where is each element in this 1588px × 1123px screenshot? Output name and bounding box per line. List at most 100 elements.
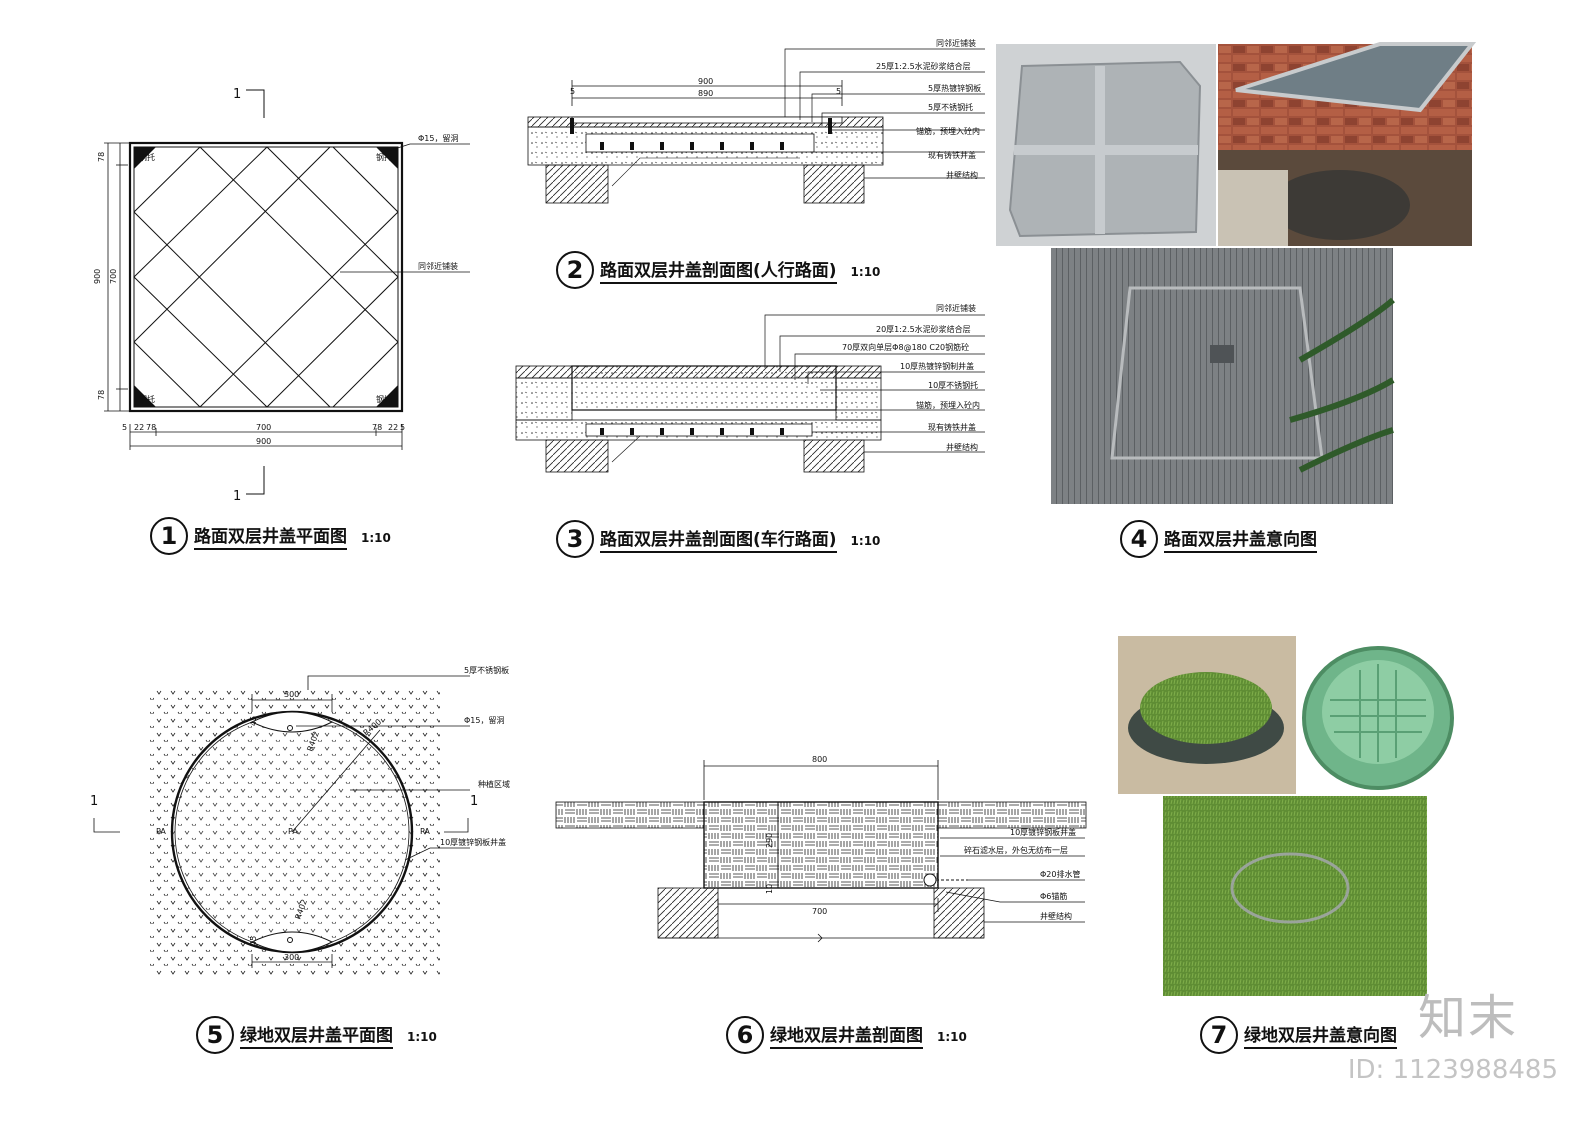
- dim-290: 290: [765, 833, 774, 848]
- hole-note: Φ15，留洞: [418, 133, 458, 143]
- pa-label: PA: [420, 827, 430, 836]
- corner-label: 钢托: [376, 394, 392, 404]
- sec2-note-5: 锚筋，预埋入砼内: [916, 126, 980, 136]
- dim-78: 78: [146, 423, 156, 432]
- caption-fig2: 2 路面双层井盖剖面图(人行路面) 1:10: [556, 251, 880, 289]
- sec2-note-7: 井壁结构: [946, 170, 978, 180]
- pa-label: PA: [156, 827, 166, 836]
- dim-10: 10: [765, 884, 774, 894]
- pa-label: PA: [288, 827, 298, 836]
- photo-green-frame: [1298, 636, 1458, 794]
- dim-700-h: 700: [256, 423, 271, 432]
- sec3-note-3: 70厚双向单层Φ8@180 C20钢筋砼: [842, 342, 969, 352]
- sec2-note-2: 25厚1:2.5水泥砂浆结合层: [876, 61, 971, 71]
- caption-fig4: 4 路面双层井盖意向图: [1120, 520, 1317, 558]
- section-3-drawing: 同邻近铺装 20厚1:2.5水泥砂浆结合层 70厚双向单层Φ8@180 C20钢…: [515, 303, 985, 473]
- section-mark-bottom: 1: [233, 489, 241, 504]
- plan-5-drawing: 300 300 R400 R402 R402 45 45 PA PA PA 1 …: [90, 665, 510, 976]
- figure-title: 绿地双层井盖意向图: [1244, 1021, 1397, 1049]
- caption-fig6: 6 绿地双层井盖剖面图 1:10: [726, 1016, 967, 1054]
- sec3-note-8: 井壁结构: [946, 442, 978, 452]
- figure-scale: 1:10: [850, 265, 881, 279]
- caption-fig3: 3 路面双层井盖剖面图(车行路面) 1:10: [556, 520, 880, 558]
- section-6-drawing: 800 700 290 10 10厚镀锌钢板井盖 碎石滤水层，外包无纺布一层 Φ…: [555, 755, 1087, 943]
- figure-title: 路面双层井盖平面图: [194, 522, 347, 550]
- figure-scale: 1:10: [361, 531, 391, 545]
- dim-890: 890: [698, 89, 713, 98]
- sec3-note-5: 10厚不锈钢托: [928, 380, 978, 390]
- figure-scale: 1:10: [407, 1030, 437, 1044]
- photo-grass-cover: [1118, 636, 1296, 794]
- plan5-note-3: 种植区域: [478, 779, 510, 789]
- dim-5: 5: [400, 423, 405, 432]
- dim-5: 5: [122, 423, 127, 432]
- sec6-note-4: Φ6锚筋: [1040, 891, 1067, 901]
- figure-number: 4: [1120, 520, 1158, 558]
- sec2-note-3: 5厚热镀锌钢板: [928, 83, 981, 93]
- watermark-brand: 知末: [1417, 990, 1518, 1046]
- dim-700-v: 700: [109, 269, 118, 284]
- photo-lawn-cover: [1163, 796, 1427, 996]
- corner-label: 钢托: [139, 394, 155, 404]
- figure-number: 2: [556, 251, 594, 289]
- dim-78: 78: [372, 423, 382, 432]
- plan-1-drawing: 1 1 钢托 钢托 钢托 钢托 Φ15，留洞 同邻近铺装 900: [93, 87, 470, 504]
- figure-title: 路面双层井盖意向图: [1164, 525, 1317, 553]
- sec6-note-5: 井壁结构: [1040, 911, 1072, 921]
- dim-5: 5: [570, 87, 575, 96]
- sec2-note-6: 现有铸铁井盖: [928, 150, 976, 160]
- sec2-note-1: 同邻近铺装: [936, 38, 976, 48]
- photo-open-cover: [1218, 42, 1477, 246]
- sec3-note-4: 10厚热镀锌钢制井盖: [900, 361, 974, 371]
- figure-number: 1: [150, 517, 188, 555]
- sec2-note-4: 5厚不锈钢托: [928, 102, 973, 112]
- plan5-note-1: 5厚不锈钢板: [464, 665, 509, 675]
- sec3-note-1: 同邻近铺装: [936, 303, 976, 313]
- figure-title: 绿地双层井盖平面图: [240, 1021, 393, 1049]
- dim-78: 78: [97, 390, 106, 400]
- sec3-note-7: 现有铸铁井盖: [928, 422, 976, 432]
- caption-fig1: 1 路面双层井盖平面图 1:10: [150, 517, 391, 555]
- section-mark-left: 1: [90, 794, 98, 809]
- sec6-note-2: 碎石滤水层，外包无纺布一层: [964, 845, 1068, 855]
- corner-label: 钢托: [376, 152, 392, 162]
- photo-deck-cover: [1051, 248, 1395, 504]
- figure-number: 6: [726, 1016, 764, 1054]
- sec3-note-2: 20厚1:2.5水泥砂浆结合层: [876, 324, 971, 334]
- section-mark-right: 1: [470, 794, 478, 809]
- figure-title: 路面双层井盖剖面图(车行路面): [600, 525, 837, 553]
- dim-22: 22: [134, 423, 144, 432]
- section-mark-top: 1: [233, 87, 241, 102]
- dim-22: 22: [388, 423, 398, 432]
- plan5-note-4: 10厚镀锌钢板井盖: [440, 837, 506, 847]
- figure-number: 5: [196, 1016, 234, 1054]
- figure-title: 路面双层井盖剖面图(人行路面): [600, 256, 837, 284]
- dim-800: 800: [812, 755, 827, 764]
- watermark-id: ID: 1123988485: [1347, 1055, 1558, 1085]
- sec6-note-3: Φ20排水管: [1040, 869, 1080, 879]
- dim-45: 45: [249, 936, 258, 946]
- fill-note: 同邻近铺装: [418, 261, 458, 271]
- plan5-note-2: Φ15，留洞: [464, 715, 504, 725]
- caption-fig5: 5 绿地双层井盖平面图 1:10: [196, 1016, 437, 1054]
- figure-number: 7: [1200, 1016, 1238, 1054]
- dim-5: 5: [836, 87, 841, 96]
- dim-900-v: 900: [93, 269, 102, 284]
- dim-700: 700: [812, 907, 827, 916]
- dim-300-bottom: 300: [284, 953, 299, 962]
- caption-fig7: 7 绿地双层井盖意向图: [1200, 1016, 1397, 1054]
- dim-78: 78: [97, 152, 106, 162]
- dim-900-h: 900: [256, 437, 271, 446]
- dim-900: 900: [698, 77, 713, 86]
- dim-45: 45: [249, 716, 258, 726]
- figure-scale: 1:10: [937, 1030, 967, 1044]
- sec3-note-6: 锚筋，预埋入砼内: [916, 400, 980, 410]
- figure-number: 3: [556, 520, 594, 558]
- corner-label: 钢托: [139, 152, 155, 162]
- figure-title: 绿地双层井盖剖面图: [770, 1021, 923, 1049]
- sec6-note-1: 10厚镀锌钢板井盖: [1010, 827, 1076, 837]
- dim-300-top: 300: [284, 690, 299, 699]
- section-2-drawing: 900 890 5 5 同邻近铺装 25厚1:2.5水泥砂浆结合层 5厚热镀锌钢…: [527, 38, 985, 204]
- figure-scale: 1:10: [850, 534, 881, 548]
